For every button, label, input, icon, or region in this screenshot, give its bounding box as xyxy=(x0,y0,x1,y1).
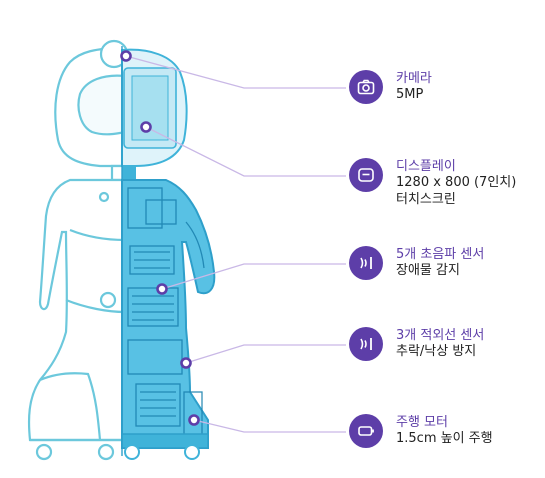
feature-title: 주행 모터 xyxy=(396,415,448,430)
feature-display: 디스플레이 1280 x 800 (7인치) 터치스크린 xyxy=(349,155,539,209)
robot-outline-half xyxy=(27,39,129,461)
feature-desc: 터치스크린 xyxy=(396,192,456,207)
infrared-sensor-marker xyxy=(180,357,192,369)
leader-lines xyxy=(125,55,346,433)
feature-drive-motor: 주행 모터 1.5cm 높이 주행 xyxy=(349,411,539,457)
camera-icon xyxy=(349,70,383,104)
infrared-sensor-icon xyxy=(349,327,383,361)
feature-desc: 추락/낙상 방지 xyxy=(396,344,477,359)
drive-motor-icon xyxy=(349,414,383,448)
feature-ultrasonic-sensor: 5개 초음파 센서 장애물 감지 xyxy=(349,243,539,289)
display-icon xyxy=(349,158,383,192)
feature-camera: 카메라 5MP xyxy=(349,67,539,113)
feature-title: 카메라 xyxy=(396,71,432,86)
display-marker xyxy=(140,121,152,133)
ultrasonic-sensor-marker xyxy=(156,283,168,295)
feature-desc: 5MP xyxy=(396,87,424,102)
camera-marker xyxy=(120,50,132,62)
feature-title: 3개 적외선 센서 xyxy=(396,328,485,343)
feature-title: 디스플레이 xyxy=(396,159,456,174)
feature-desc: 1.5cm 높이 주행 xyxy=(396,431,493,446)
drive-motor-marker xyxy=(188,414,200,426)
robot-cutaway-half xyxy=(121,46,216,460)
ultrasonic-sensor-icon xyxy=(349,246,383,280)
marker-dots xyxy=(120,50,200,426)
feature-desc: 장애물 감지 xyxy=(396,263,460,278)
feature-infrared-sensor: 3개 적외선 센서 추락/낙상 방지 xyxy=(349,324,539,370)
feature-desc: 1280 x 800 (7인치) xyxy=(396,175,517,190)
feature-title: 5개 초음파 센서 xyxy=(396,247,485,262)
